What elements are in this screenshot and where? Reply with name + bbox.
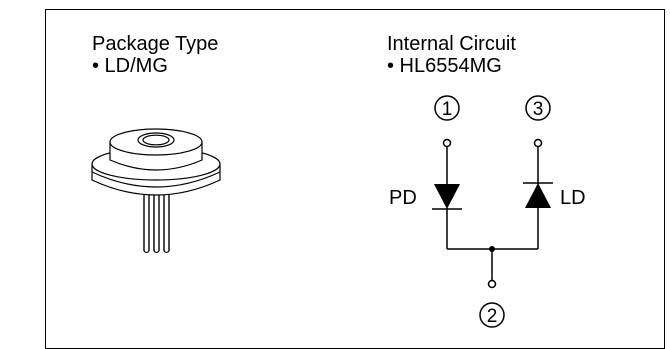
- internal-circuit-schematic: 1 3 2 PD LD: [389, 95, 586, 328]
- package-type-heading: Package Type • LD/MG: [92, 33, 218, 77]
- terminal-1: [442, 138, 452, 148]
- pin-2-circle: [479, 302, 505, 328]
- pin-3-label: 3: [533, 99, 544, 120]
- pin-1-label: 1: [442, 99, 453, 120]
- ld-diode-triangle: [525, 183, 551, 208]
- internal-circuit-title: Internal Circuit: [387, 33, 516, 55]
- ld-label: LD: [560, 187, 586, 209]
- pin-3-circle: [525, 95, 551, 121]
- pin-1-circle: [434, 95, 460, 121]
- pd-label: PD: [389, 187, 417, 209]
- package-type-item: • LD/MG: [92, 55, 168, 77]
- internal-circuit-item: • HL6554MG: [387, 55, 502, 77]
- pin-2-label: 2: [487, 306, 498, 327]
- diagram-frame: Package Type • LD/MG Internal Circuit • …: [45, 9, 665, 349]
- terminal-3: [533, 138, 543, 148]
- pd-diode-triangle: [434, 184, 460, 209]
- internal-circuit-heading: Internal Circuit • HL6554MG: [387, 33, 516, 77]
- junction-dot: [489, 246, 495, 252]
- package-illustration: [91, 128, 221, 254]
- package-type-title: Package Type: [92, 33, 219, 55]
- terminal-2: [487, 279, 497, 289]
